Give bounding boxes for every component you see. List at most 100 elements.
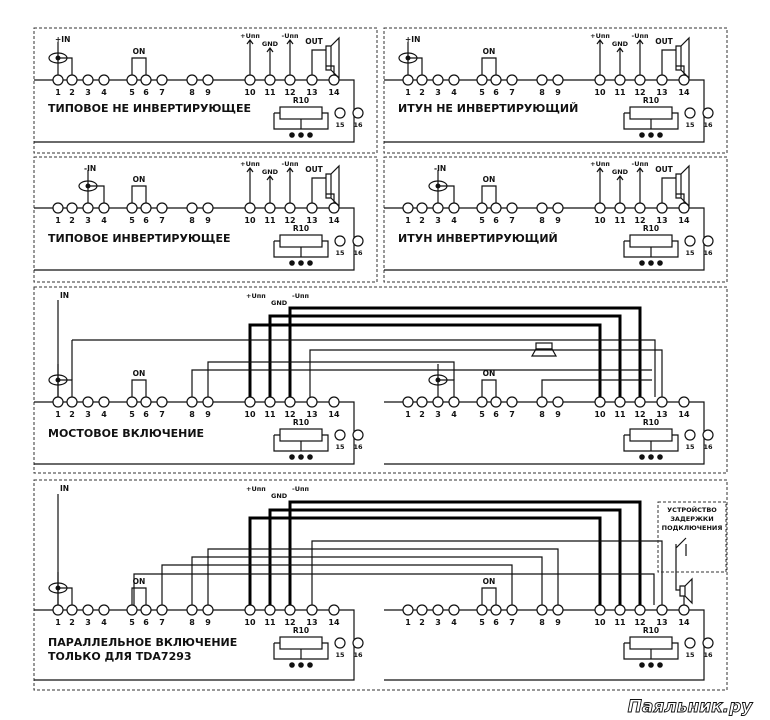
pin-number: 11	[264, 410, 276, 419]
pin-15-label: 15	[335, 651, 345, 659]
input-connector-icon	[428, 180, 448, 192]
pin-number: 2	[419, 88, 425, 97]
input-connector-icon	[398, 52, 418, 64]
pin-9	[552, 396, 564, 408]
pin-4	[98, 604, 110, 616]
pin-number: 13	[306, 410, 317, 419]
out-label: OUT	[655, 37, 673, 46]
pin-number: 3	[435, 216, 441, 225]
frame-bridge	[33, 286, 728, 474]
pin-8	[536, 396, 548, 408]
supply-tap	[596, 167, 604, 203]
frame-standard-noninverting	[33, 27, 378, 154]
r10-wiring	[623, 240, 679, 258]
bridge-wire	[541, 379, 652, 397]
pin-6	[490, 604, 502, 616]
r10-wiring	[623, 642, 679, 660]
pin-number: 14	[678, 216, 690, 225]
r10-label: R10	[293, 626, 309, 635]
pin-9	[552, 604, 564, 616]
pin-12	[284, 202, 296, 214]
pin-number: 8	[539, 410, 545, 419]
frame-itun-noninverting	[383, 27, 728, 154]
pin-5	[126, 604, 138, 616]
pin-15-label: 15	[335, 249, 345, 257]
pin-number: 6	[493, 618, 499, 627]
pin-2	[66, 604, 78, 616]
pin-number: 1	[55, 410, 61, 419]
label-gnd-bridge: GND	[271, 299, 288, 307]
pin-3	[432, 74, 444, 86]
r10-resistor-icon	[629, 428, 673, 442]
delay-device-line3: ПОДКЛЮЧЕНИЯ	[662, 524, 723, 532]
r10-terminal	[657, 260, 663, 266]
pin-number: 9	[205, 88, 211, 97]
supply-bus-bridge	[248, 323, 602, 397]
on-jumper	[481, 57, 497, 75]
pin-number: 5	[479, 88, 485, 97]
supply-tap	[286, 167, 294, 203]
pin-10	[244, 396, 256, 408]
pin-4	[448, 604, 460, 616]
pin-13	[306, 74, 318, 86]
pin-11	[264, 74, 276, 86]
pin-number: 14	[678, 618, 690, 627]
supply-label: +Uпп	[240, 32, 260, 40]
pin-16	[352, 107, 364, 119]
r10-label: R10	[643, 96, 659, 105]
pin-number: 7	[509, 216, 515, 225]
pin-7	[506, 396, 518, 408]
input-label-p5: IN	[60, 291, 69, 300]
pin-15-label: 15	[685, 121, 695, 129]
pin-number: 8	[189, 618, 195, 627]
on-label: ON	[133, 577, 146, 586]
pin-5	[476, 396, 488, 408]
pin-1	[402, 202, 414, 214]
pin-5	[476, 74, 488, 86]
supply-label: GND	[612, 168, 629, 176]
on-label: ON	[483, 175, 496, 184]
bridge-wire	[191, 369, 652, 397]
pin-15	[334, 637, 346, 649]
r10-wiring	[623, 112, 679, 130]
r10-terminal	[648, 132, 654, 138]
pin-15	[684, 235, 696, 247]
pin-number: 14	[328, 88, 340, 97]
r10-terminal	[289, 662, 295, 668]
pin-11	[614, 604, 626, 616]
pin-16-label: 16	[353, 443, 363, 451]
pin-15-label: 15	[335, 443, 345, 451]
pin-number: 1	[55, 216, 61, 225]
input-junction	[435, 377, 441, 383]
pin-2	[66, 74, 78, 86]
pin-12	[284, 74, 296, 86]
r10-terminal	[307, 454, 313, 460]
pin-4	[448, 74, 460, 86]
label-vplus-parallel: +Uпп	[246, 485, 266, 493]
pin-2	[66, 202, 78, 214]
pin-number: 10	[594, 88, 606, 97]
parallel-wire	[207, 548, 559, 605]
output-wires	[311, 49, 335, 75]
supply-tap	[266, 47, 274, 75]
input-label-p3: -IN	[84, 164, 96, 173]
supply-label: -Uпп	[632, 160, 649, 168]
r10-terminal	[657, 662, 663, 668]
r10-terminal	[289, 260, 295, 266]
r10-label: R10	[643, 418, 659, 427]
pin-number: 9	[205, 410, 211, 419]
pin-5	[126, 202, 138, 214]
pin-number: 4	[101, 618, 107, 627]
pin-8	[186, 396, 198, 408]
pin-number: 2	[419, 410, 425, 419]
pin-number: 8	[539, 88, 545, 97]
pin-10	[244, 604, 256, 616]
pin-7	[156, 396, 168, 408]
on-label: ON	[133, 175, 146, 184]
label-vplus-bridge: +Uпп	[246, 292, 266, 300]
r10-wiring	[273, 642, 329, 660]
